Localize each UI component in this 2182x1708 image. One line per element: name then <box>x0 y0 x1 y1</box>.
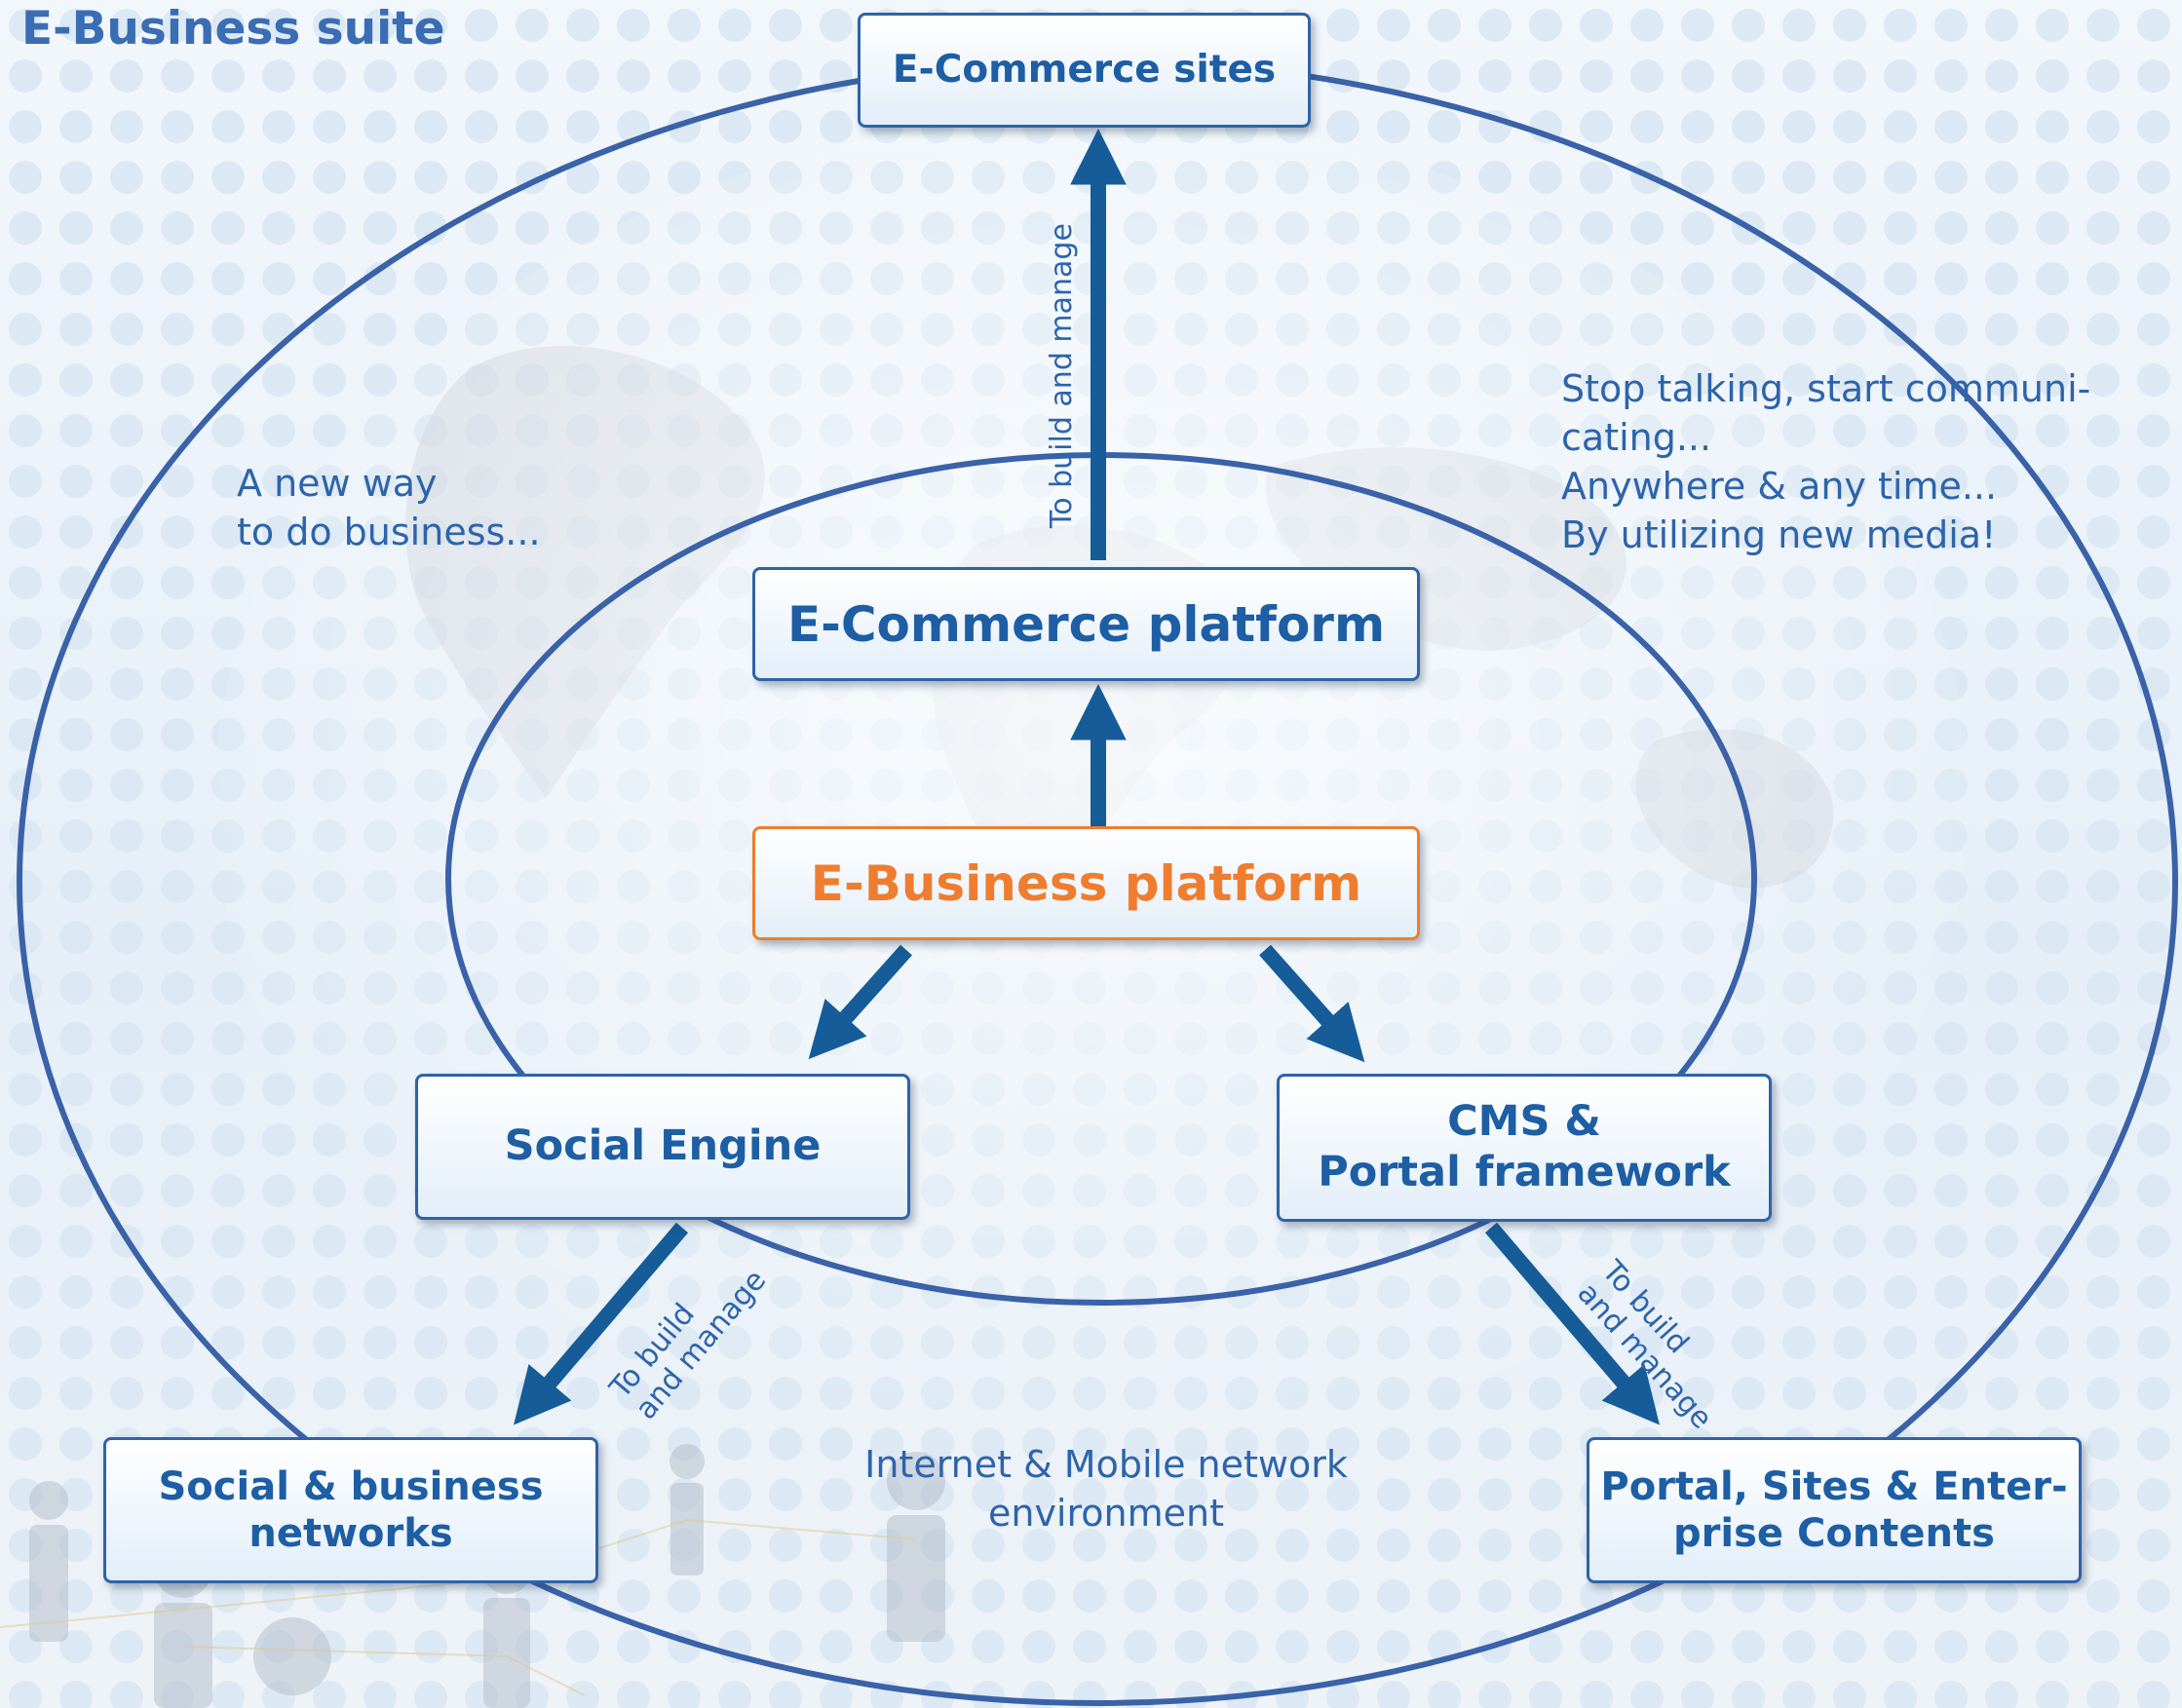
node-cms-portal-line2: Portal framework <box>1318 1148 1731 1196</box>
node-ebusiness-platform: E-Business platform <box>752 826 1420 940</box>
note-network-environment: Internet & Mobile network environment <box>814 1440 1398 1537</box>
arrow-to-portal-sites <box>1484 1222 1660 1425</box>
node-portal-sites-line2: prise Contents <box>1673 1511 1995 1556</box>
node-ecommerce-sites: E-Commerce sites <box>858 13 1311 128</box>
node-ebusiness-platform-label: E-Business platform <box>810 854 1362 912</box>
node-portal-sites-line1: Portal, Sites & Enter- <box>1600 1464 2068 1509</box>
note-new-way-line2: to do business... <box>237 511 541 553</box>
node-social-engine-label: Social Engine <box>504 1121 822 1171</box>
note-network-line2: environment <box>987 1492 1224 1535</box>
note-stop-talking-line3: Anywhere & any time... <box>1561 465 1998 508</box>
node-social-networks-line2: networks <box>249 1511 453 1556</box>
node-cms-portal: CMS & Portal framework <box>1277 1074 1772 1222</box>
node-social-engine: Social Engine <box>415 1074 910 1220</box>
node-ecommerce-sites-label: E-Commerce sites <box>892 47 1277 92</box>
edge-label-vertical: To build and manage <box>1045 223 1079 528</box>
note-stop-talking: Stop talking, start communi- cating... A… <box>1561 364 2090 559</box>
arrow-to-social-networks <box>514 1222 689 1425</box>
node-social-networks-line1: Social & business <box>158 1464 544 1509</box>
diagram-title: E-Business suite <box>21 2 445 56</box>
note-new-way: A new way to do business... <box>237 459 541 556</box>
node-ecommerce-platform-label: E-Commerce platform <box>786 595 1386 653</box>
node-social-business-networks: Social & business networks <box>103 1437 598 1583</box>
arrow-to-cms-portal <box>1259 944 1365 1063</box>
node-cms-portal-line1: CMS & <box>1447 1097 1601 1147</box>
edge-label-vertical-text: To build and manage <box>1045 223 1079 528</box>
note-stop-talking-line4: By utilizing new media! <box>1561 513 1997 556</box>
note-network-line1: Internet & Mobile network <box>864 1443 1348 1486</box>
node-ecommerce-platform: E-Commerce platform <box>752 567 1420 681</box>
note-stop-talking-line2: cating... <box>1561 416 1712 459</box>
note-stop-talking-line1: Stop talking, start communi- <box>1561 367 2091 410</box>
node-portal-sites-enterprise: Portal, Sites & Enter- prise Contents <box>1587 1437 2082 1583</box>
note-new-way-line1: A new way <box>237 462 438 505</box>
arrow-to-social-engine <box>808 944 912 1060</box>
